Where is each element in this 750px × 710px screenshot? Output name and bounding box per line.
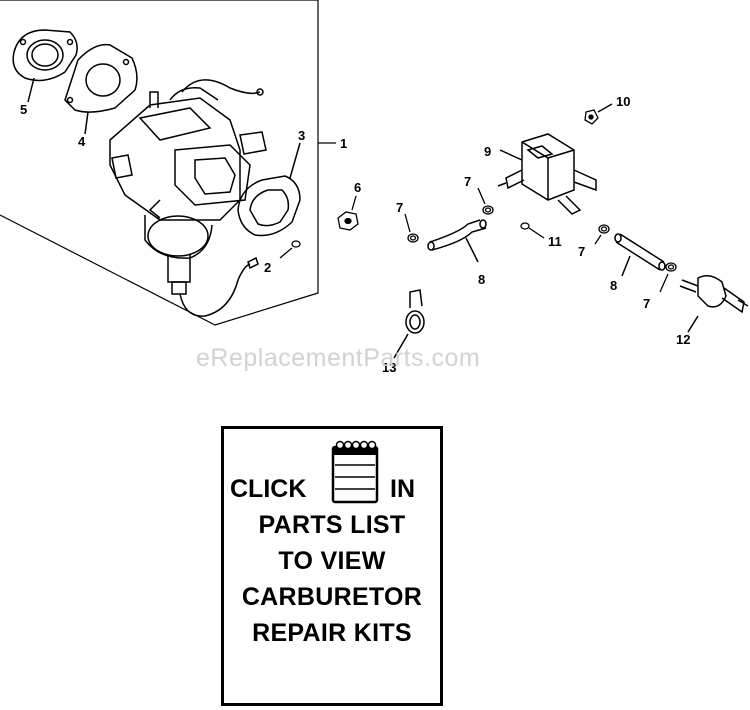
fuel-filter-12 <box>679 275 749 333</box>
callout-8-b: 8 <box>610 278 617 293</box>
click-word: CLICK <box>230 475 307 503</box>
clamp-7-a <box>404 213 419 243</box>
gasket-4 <box>64 43 138 135</box>
repair-kit-notice[interactable]: CLICK IN PARTS LIST TO VIEW CARBURETOR R… <box>221 426 443 706</box>
notepad-icon <box>331 440 379 504</box>
screw-11 <box>520 222 545 239</box>
callout-6: 6 <box>354 180 361 195</box>
notice-line-carburetor: CARBURETOR <box>241 583 423 611</box>
callout-12: 12 <box>676 332 690 347</box>
gasket-5 <box>12 29 78 103</box>
notice-line-to-view: TO VIEW <box>278 547 386 575</box>
assembly-bracket <box>0 0 336 326</box>
callout-9: 9 <box>484 144 491 159</box>
callout-13: 13 <box>382 360 396 375</box>
callout-3: 3 <box>298 128 305 143</box>
callout-5: 5 <box>20 102 27 117</box>
nut-6 <box>337 195 359 231</box>
fuel-pump-9 <box>497 133 597 215</box>
in-word: IN <box>390 475 415 503</box>
watermark: eReplacementParts.com <box>196 344 480 372</box>
gasket-3 <box>237 142 301 237</box>
callout-8-a: 8 <box>478 272 485 287</box>
carburetor-body <box>109 79 267 317</box>
clamp-7-d <box>659 262 677 293</box>
callout-10: 10 <box>616 94 630 109</box>
callout-1: 1 <box>340 136 347 151</box>
callout-4: 4 <box>78 134 86 149</box>
callout-7-d: 7 <box>643 296 650 311</box>
fuel-line-8-straight <box>614 233 666 277</box>
notice-line-repair-kits: REPAIR KITS <box>252 619 412 647</box>
fuel-line-8-bent <box>427 219 487 263</box>
nut-10 <box>584 103 613 125</box>
callout-7-b: 7 <box>464 174 471 189</box>
clip-13 <box>393 289 425 359</box>
washer-2 <box>279 240 301 259</box>
callout-7-a: 7 <box>396 200 403 215</box>
clamp-7-c <box>594 224 610 245</box>
callout-11: 11 <box>548 234 562 249</box>
callout-7-c: 7 <box>578 244 585 259</box>
notice-line-parts-list: PARTS LIST <box>258 511 406 539</box>
callout-2: 2 <box>264 260 271 275</box>
clamp-7-b <box>477 187 494 215</box>
